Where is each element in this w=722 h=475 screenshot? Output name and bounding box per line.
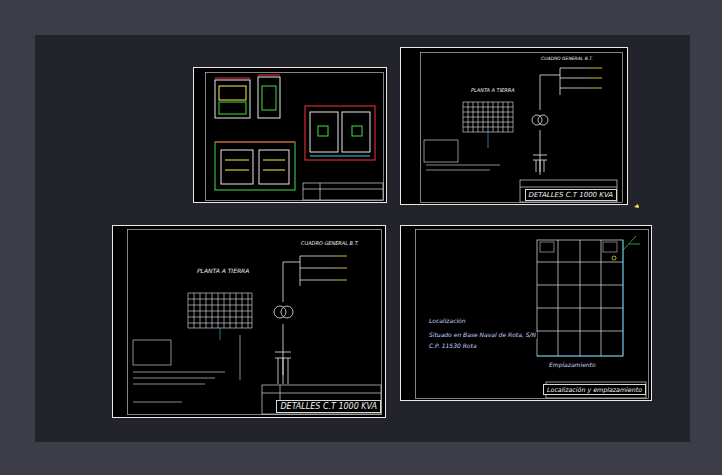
earthing-grid-part — [424, 140, 458, 162]
earthing-grid-part — [463, 102, 513, 132]
sheet-frame — [113, 48, 652, 418]
sheet-title: DETALLES C.T 1000 KVA — [280, 402, 377, 411]
title-block-part — [280, 385, 281, 400]
earthing-grid-part — [426, 170, 490, 171]
site-floor-plan-part — [612, 256, 616, 260]
single-line-schematic-part — [274, 306, 286, 318]
model-space-part — [35, 35, 690, 442]
earthing-grid — [133, 293, 252, 402]
inner-frame-part — [206, 73, 384, 201]
single-line-schematic-part — [283, 256, 335, 286]
site-floor-plan-part — [537, 356, 623, 357]
transformer-housing-views-part — [310, 112, 338, 152]
transformer-housing-views-part — [215, 80, 250, 118]
single-line-schematic-part — [283, 262, 284, 302]
transformer-housing-views-part — [221, 150, 253, 184]
single-line-schematic — [274, 256, 347, 384]
earthing-grid-part — [426, 165, 500, 166]
earthing-grid-part — [188, 293, 252, 328]
single-line-schematic — [532, 68, 602, 175]
transformer-housing-views-part — [219, 102, 246, 114]
site-floor-plan-part — [623, 236, 640, 250]
transformer-housing-views-part — [310, 156, 370, 157]
title-block-box: Localización y emplazamiento — [543, 384, 646, 395]
transformer-housing-views-part — [262, 86, 276, 110]
transformer-housing-views — [215, 75, 375, 190]
earthing-grid-part — [133, 340, 171, 365]
site-floor-plan — [537, 236, 640, 356]
earthing-grid-part — [220, 328, 221, 340]
transformer-housing-views-part — [305, 106, 375, 160]
transformer-housing-views-part — [225, 160, 249, 161]
drawing-note: CUADRO GENERAL B.T. — [540, 56, 594, 61]
transformer-housing-views-part — [259, 150, 289, 184]
drawing-note: Emplazamiento — [548, 362, 597, 369]
single-line-schematic-part — [281, 306, 293, 318]
site-floor-plan-part — [603, 242, 617, 252]
transformer-housing-views-part — [258, 75, 280, 76]
transformer-housing-views-part — [215, 142, 295, 190]
drawing-note: Localización — [428, 318, 467, 325]
site-floor-plan-part — [623, 240, 624, 356]
earthing-grid-part — [133, 384, 205, 385]
drawing-note: PLANTA A TIERRA — [196, 268, 250, 275]
single-line-schematic-part — [538, 115, 548, 125]
drawing-note: CUADRO GENERAL B.T. — [300, 241, 360, 247]
single-line-schematic-part — [540, 75, 541, 110]
transformer-housing-views-part — [215, 142, 295, 143]
title-block — [262, 180, 646, 414]
sheet-frame-part — [401, 226, 652, 401]
transformer-housing-views-part — [219, 86, 246, 100]
single-line-schematic-part — [533, 155, 547, 172]
earthing-grid-part — [133, 402, 182, 403]
single-line-schematic-part — [275, 352, 291, 384]
earthing-grid-part — [488, 132, 489, 148]
model-space — [35, 35, 690, 442]
title-block-part — [303, 183, 383, 200]
transformer-housing-views-part — [352, 126, 362, 136]
sheet-frame-part — [113, 226, 386, 418]
sheet-title: Localización y emplazamiento — [547, 386, 642, 393]
single-line-schematic-part — [532, 115, 542, 125]
transformer-housing-views-part — [263, 160, 285, 161]
earthing-grid-part — [188, 293, 252, 328]
single-line-schematic-part — [540, 68, 590, 95]
site-floor-plan-part — [537, 240, 623, 356]
title-block-part — [520, 187, 617, 188]
inner-frame-part — [128, 230, 382, 415]
inner-frame-part — [416, 230, 649, 399]
site-floor-plan-part — [537, 240, 623, 356]
title-block-box: DETALLES C.T 1000 KVA — [276, 400, 381, 413]
title-block-part — [262, 385, 381, 414]
site-floor-plan-part — [540, 242, 554, 252]
title-block-part — [320, 183, 321, 200]
drawing-note: Situado en Base Naval de Rota, S/N — [428, 332, 537, 339]
transformer-housing-views-part — [342, 112, 370, 152]
sheet-frame-part — [401, 48, 628, 205]
earthing-grid-part — [240, 335, 241, 380]
drawing-note: PLANTA A TIERRA — [470, 88, 516, 94]
sheet-frame-part — [194, 68, 387, 203]
transformer-housing-views-part — [258, 77, 280, 118]
single-line-schematic-part — [335, 256, 347, 280]
transformer-housing-views-part — [215, 78, 250, 79]
transformer-housing-views-part — [225, 170, 249, 171]
inner-frame — [128, 53, 649, 415]
earthing-grid — [424, 102, 513, 170]
earthing-grid-part — [463, 102, 513, 132]
drawing-note: C.P. 11530 Rota — [428, 343, 478, 350]
earthing-grid-part — [133, 378, 215, 379]
cursor-mark-part — [634, 204, 639, 208]
transformer-housing-views-part — [263, 170, 285, 171]
sheet-title: DETALLES C.T 1000 KVA — [529, 191, 613, 199]
title-block-part — [520, 180, 617, 202]
transformer-housing-views-part — [318, 126, 328, 136]
title-block-box: DETALLES C.T 1000 KVA — [525, 189, 617, 201]
single-line-schematic-part — [590, 68, 602, 88]
title-block-part — [303, 189, 383, 190]
cursor-mark — [634, 204, 639, 208]
earthing-grid-part — [133, 372, 225, 373]
inner-frame-part — [421, 53, 623, 203]
